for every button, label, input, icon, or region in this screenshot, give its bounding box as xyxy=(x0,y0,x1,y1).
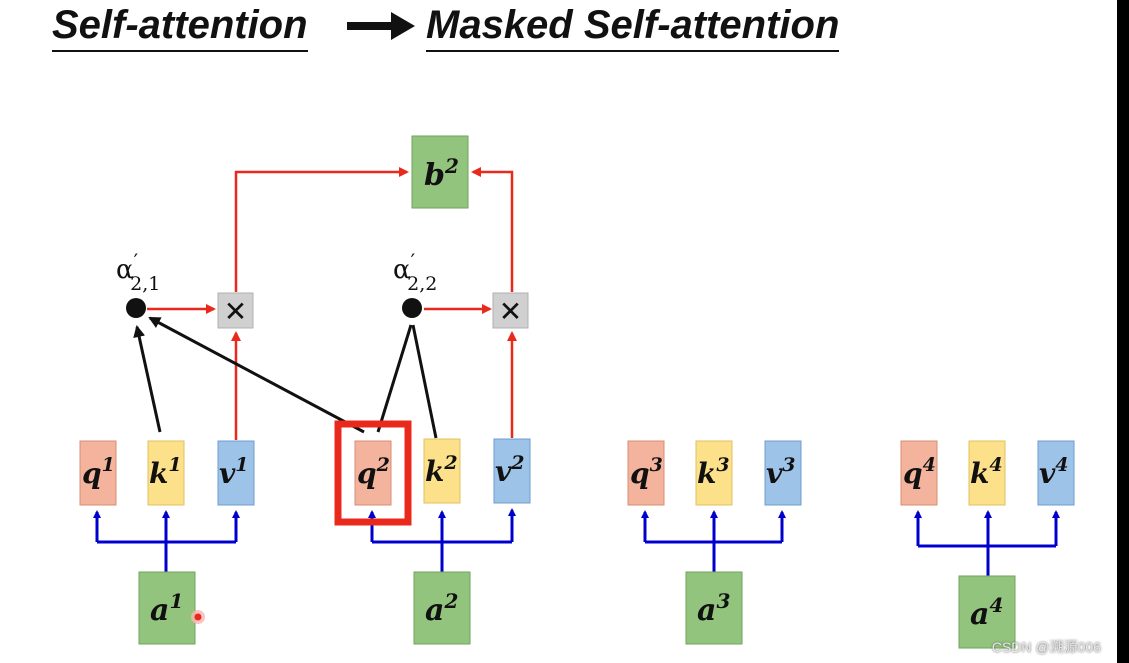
multiply-icon: ✕ xyxy=(224,295,247,328)
svg-text:a2: a2 xyxy=(425,589,458,628)
alpha-2-2-node xyxy=(402,298,422,318)
cursor-indicator-icon xyxy=(191,610,205,624)
k3-box: k3 xyxy=(695,440,733,506)
multiply-node-1: ✕ xyxy=(217,292,254,329)
k4-box: k4 xyxy=(968,440,1006,506)
v4-box: v4 xyxy=(1037,440,1075,506)
svg-text:q4: q4 xyxy=(903,454,936,490)
title-masked-self-attention: Masked Self-attention xyxy=(426,2,840,52)
q4-box: q4 xyxy=(900,440,938,506)
blue-arrows xyxy=(93,508,1060,576)
watermark: CSDN @溯源006 xyxy=(991,639,1101,655)
q2-highlight-box xyxy=(334,420,412,526)
svg-text:v3: v3 xyxy=(766,454,796,490)
svg-text:v2: v2 xyxy=(495,452,525,488)
svg-text:k1: k1 xyxy=(149,454,182,490)
right-arrow-icon xyxy=(347,10,417,46)
svg-text:k3: k3 xyxy=(697,454,730,490)
v1-box: v1 xyxy=(217,440,255,506)
red-arrows xyxy=(147,167,517,440)
svg-text:v1: v1 xyxy=(219,454,249,490)
q3-box: q3 xyxy=(627,440,665,506)
q2-box: q2 xyxy=(354,440,392,506)
svg-text:k2: k2 xyxy=(425,452,458,488)
k2-box: k2 xyxy=(423,438,461,504)
alpha-2-1-node xyxy=(126,298,146,318)
v2-box: v2 xyxy=(493,438,531,504)
svg-text:q2: q2 xyxy=(357,454,390,490)
svg-text:v4: v4 xyxy=(1039,454,1069,490)
black-arrows xyxy=(133,316,438,439)
alpha-2-2-label: α′2,2 xyxy=(393,249,437,295)
q1-box: q1 xyxy=(79,440,117,506)
k1-box: k1 xyxy=(147,440,185,506)
alpha-2-1-label: α′2,1 xyxy=(116,249,160,295)
svg-text:k4: k4 xyxy=(970,454,1003,490)
output-b2-box: b2 xyxy=(411,135,469,209)
svg-text:b2: b2 xyxy=(424,154,459,193)
a1-box: a1 xyxy=(138,571,196,645)
title-self-attention: Self-attention xyxy=(52,2,308,52)
multiply-icon: ✕ xyxy=(499,295,522,328)
svg-text:a4: a4 xyxy=(970,593,1003,632)
multiply-node-2: ✕ xyxy=(492,292,529,329)
svg-text:a3: a3 xyxy=(697,589,730,628)
v3-box: v3 xyxy=(764,440,802,506)
svg-text:q3: q3 xyxy=(630,454,663,490)
a3-box: a3 xyxy=(685,571,743,645)
a4-box: a4 xyxy=(958,575,1016,649)
svg-text:q1: q1 xyxy=(82,454,115,490)
svg-text:a1: a1 xyxy=(150,589,183,628)
a2-box: a2 xyxy=(413,571,471,645)
